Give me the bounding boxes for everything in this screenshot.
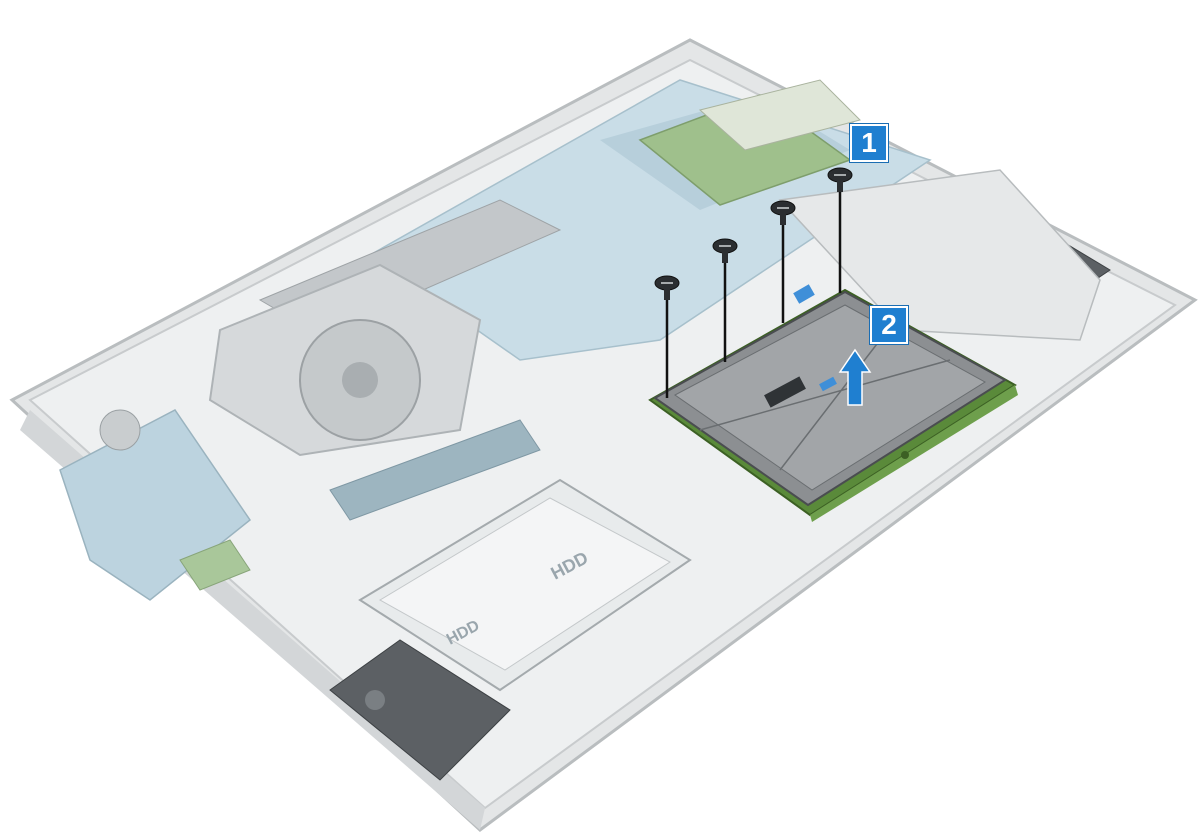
screw-icon xyxy=(770,200,796,225)
lift-arrow-icon xyxy=(838,348,872,406)
memory-module xyxy=(638,79,861,206)
hard-drive: HDD HDD xyxy=(358,478,692,692)
io-board xyxy=(59,409,252,601)
step-callout-2: 2 xyxy=(870,306,908,344)
screw-guide-lines xyxy=(665,185,842,398)
screw-icon xyxy=(827,167,853,192)
cooling-fan xyxy=(208,263,482,457)
screw-icon xyxy=(654,275,680,300)
speaker xyxy=(329,639,511,781)
m2-ssd xyxy=(329,419,541,521)
step-callout-1: 1 xyxy=(850,124,888,162)
touchpad-assembly xyxy=(648,288,1018,522)
screw-icon xyxy=(712,238,738,263)
